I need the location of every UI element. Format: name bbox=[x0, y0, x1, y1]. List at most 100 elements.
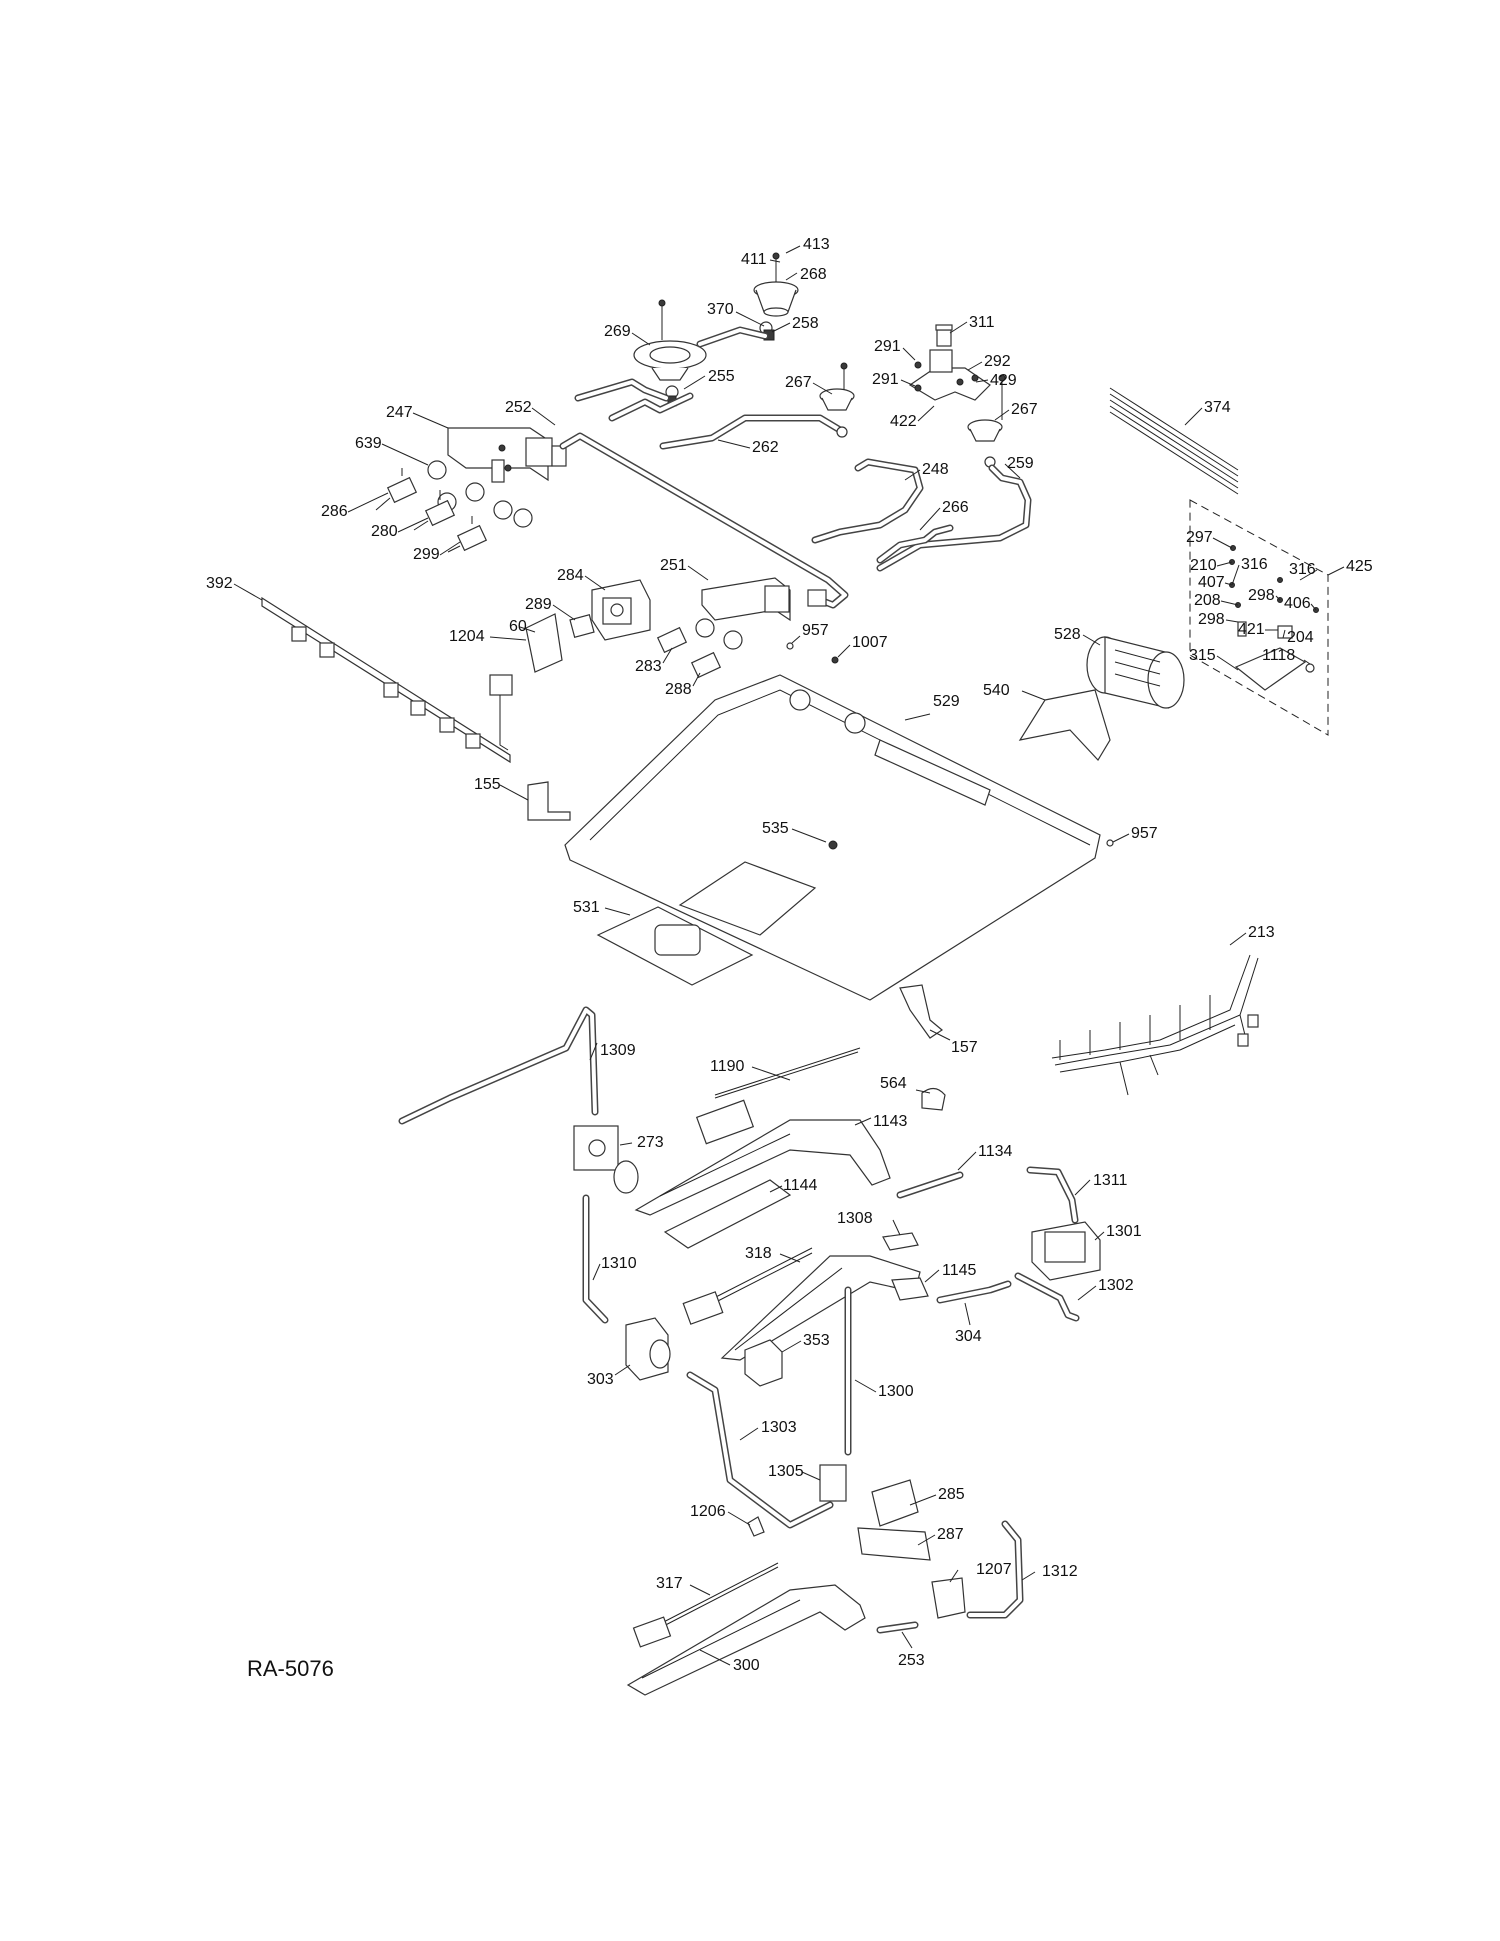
drawing-id: RA-5076 bbox=[247, 1656, 334, 1681]
callout-1309: 1309 bbox=[600, 1042, 636, 1059]
callout-957a: 957 bbox=[802, 622, 829, 639]
hardware-panel-425-drawing bbox=[1189, 499, 1329, 736]
tray-529-drawing bbox=[564, 674, 1101, 1001]
callout-311: 311 bbox=[969, 314, 995, 331]
callout-273: 273 bbox=[637, 1134, 664, 1151]
callout-253: 253 bbox=[898, 1652, 925, 1669]
valve-bracket-247-drawing bbox=[447, 427, 567, 483]
valves-286-280-299-drawing bbox=[375, 468, 488, 553]
callout-1300: 1300 bbox=[878, 1383, 914, 1400]
callout-531: 531 bbox=[573, 899, 600, 916]
callout-425: 425 bbox=[1346, 558, 1373, 575]
callout-1310: 1310 bbox=[601, 1255, 637, 1272]
callout-252: 252 bbox=[505, 399, 532, 416]
callout-289: 289 bbox=[525, 596, 552, 613]
callout-259: 259 bbox=[1007, 455, 1034, 472]
callout-1207: 1207 bbox=[976, 1561, 1012, 1578]
callout-406: 406 bbox=[1284, 595, 1311, 612]
callout-374: 374 bbox=[1204, 399, 1231, 416]
callout-429: 429 bbox=[990, 372, 1017, 389]
callout-157: 157 bbox=[951, 1039, 978, 1056]
callout-422: 422 bbox=[890, 413, 917, 430]
callout-267b: 267 bbox=[1011, 401, 1038, 418]
harness-213-drawing bbox=[1051, 954, 1259, 1096]
callout-1311: 1311 bbox=[1093, 1172, 1128, 1189]
callout-957b: 957 bbox=[1131, 825, 1158, 842]
callout-269: 269 bbox=[604, 323, 631, 340]
callout-255: 255 bbox=[708, 368, 735, 385]
callout-208: 208 bbox=[1194, 592, 1221, 609]
callout-1145: 1145 bbox=[942, 1262, 977, 1279]
callout-291a: 291 bbox=[874, 338, 901, 355]
valve-284-drawing bbox=[591, 579, 651, 641]
callout-268: 268 bbox=[800, 266, 827, 283]
callout-1312: 1312 bbox=[1042, 1563, 1078, 1580]
valve-273-drawing bbox=[573, 1125, 639, 1194]
callout-285: 285 bbox=[938, 1486, 965, 1503]
callout-303: 303 bbox=[587, 1371, 614, 1388]
callout-155: 155 bbox=[474, 776, 501, 793]
callout-labels: 413 411 268 370 258 269 311 291 292 291 … bbox=[206, 236, 1373, 1674]
callout-1308: 1308 bbox=[837, 1210, 873, 1227]
callout-639: 639 bbox=[355, 435, 382, 452]
callout-1118: 1118 bbox=[1262, 647, 1295, 664]
burner-267b-drawing bbox=[967, 374, 1006, 468]
callout-266: 266 bbox=[942, 499, 969, 516]
callout-300: 300 bbox=[733, 1657, 760, 1674]
callout-280: 280 bbox=[371, 523, 398, 540]
callout-1007: 1007 bbox=[852, 634, 888, 651]
blower-528-drawing bbox=[1086, 636, 1185, 709]
callout-535: 535 bbox=[762, 820, 789, 837]
callout-204: 204 bbox=[1287, 629, 1314, 646]
leader-lines bbox=[233, 245, 1345, 1666]
callout-286: 286 bbox=[321, 503, 348, 520]
callout-298a: 298 bbox=[1248, 587, 1275, 604]
callout-528: 528 bbox=[1054, 626, 1081, 643]
callout-299: 299 bbox=[413, 546, 440, 563]
valve-bracket-251-drawing bbox=[695, 577, 827, 650]
callout-564: 564 bbox=[880, 1075, 907, 1092]
callout-304: 304 bbox=[955, 1328, 982, 1345]
burner-300-drawing bbox=[626, 1584, 866, 1696]
callout-411: 411 bbox=[741, 251, 767, 268]
burner-1145-drawing bbox=[720, 1255, 929, 1361]
callout-1302: 1302 bbox=[1098, 1277, 1134, 1294]
callout-1190: 1190 bbox=[710, 1058, 745, 1075]
burner-269-drawing bbox=[633, 299, 707, 407]
callout-248: 248 bbox=[922, 461, 949, 478]
callout-316b: 316 bbox=[1289, 561, 1316, 578]
callout-213: 213 bbox=[1248, 924, 1275, 941]
callout-316a: 316 bbox=[1241, 556, 1268, 573]
callout-262: 262 bbox=[752, 439, 779, 456]
callout-284: 284 bbox=[557, 567, 584, 584]
callout-540: 540 bbox=[983, 682, 1010, 699]
callout-1204: 1204 bbox=[449, 628, 485, 645]
discs-639-drawing bbox=[427, 460, 533, 528]
wire-bundle-374-drawing bbox=[1109, 387, 1239, 495]
callout-267a: 267 bbox=[785, 374, 812, 391]
callout-421: 421 bbox=[1238, 621, 1265, 638]
callout-247: 247 bbox=[386, 404, 413, 421]
part-drawings bbox=[261, 252, 1329, 1696]
callout-1206: 1206 bbox=[690, 1503, 726, 1520]
callout-370: 370 bbox=[707, 301, 734, 318]
callout-291b: 291 bbox=[872, 371, 899, 388]
callout-1134: 1134 bbox=[978, 1143, 1013, 1160]
callout-288: 288 bbox=[665, 681, 692, 698]
callout-529: 529 bbox=[933, 693, 960, 710]
callout-283: 283 bbox=[635, 658, 662, 675]
callout-315: 315 bbox=[1189, 647, 1216, 664]
callout-1305: 1305 bbox=[768, 1463, 804, 1480]
callout-1144: 1144 bbox=[783, 1177, 818, 1194]
valve-303-drawing bbox=[625, 1317, 671, 1381]
callout-317: 317 bbox=[656, 1575, 683, 1592]
callout-353: 353 bbox=[803, 1332, 830, 1349]
callout-298b: 298 bbox=[1198, 611, 1225, 628]
callout-1143: 1143 bbox=[873, 1113, 908, 1130]
callout-407: 407 bbox=[1198, 574, 1225, 591]
burner-1143-drawing bbox=[634, 1119, 891, 1216]
callout-392: 392 bbox=[206, 575, 233, 592]
rail-392-drawing bbox=[261, 596, 513, 764]
callout-1303: 1303 bbox=[761, 1419, 797, 1436]
